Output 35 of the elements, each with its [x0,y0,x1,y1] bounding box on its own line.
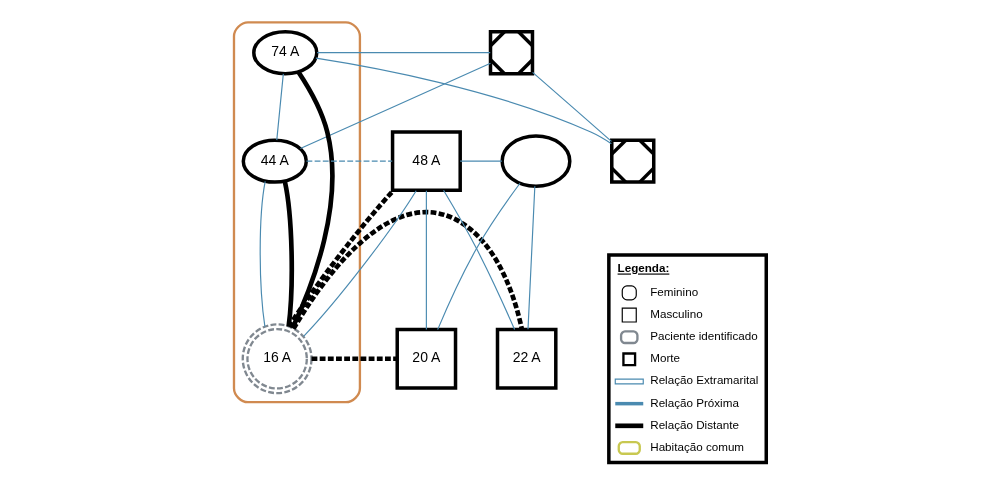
connector [437,182,521,331]
legend-label: Paciente identificado [650,329,758,343]
node-box: 48 A [390,130,462,193]
connector [291,210,525,331]
connector [315,57,612,145]
legend-label: Habitação comum [650,439,745,453]
legend-label: Masculino [650,306,703,320]
legend-label: Relação Distante [650,417,739,431]
connector [287,189,395,328]
connector [527,185,536,330]
node-ellipse: 44 A [241,138,309,184]
node-circle: 16 A [241,323,313,395]
connector [459,160,503,162]
connector [316,52,491,54]
node-circle [500,134,572,188]
connector [299,62,492,150]
connector [442,189,516,331]
cluster [232,21,362,404]
connector [259,180,266,328]
connector [303,190,417,337]
connector [311,356,398,362]
connector [282,180,295,327]
connector [425,190,427,331]
connector [290,70,335,330]
connector [305,160,393,162]
connector [532,71,613,142]
legend-label: Relação Próxima [650,395,739,409]
legend-label: Relação Extramarital [650,373,759,387]
node-ellipse: 74 A [252,29,319,76]
legend-label: Feminino [650,284,699,298]
connector [276,73,284,141]
node-box: 20 A [395,327,458,390]
legend-label: Morte [650,351,681,365]
label: Legenda: [617,261,670,275]
node-box: 22 A [495,327,558,390]
